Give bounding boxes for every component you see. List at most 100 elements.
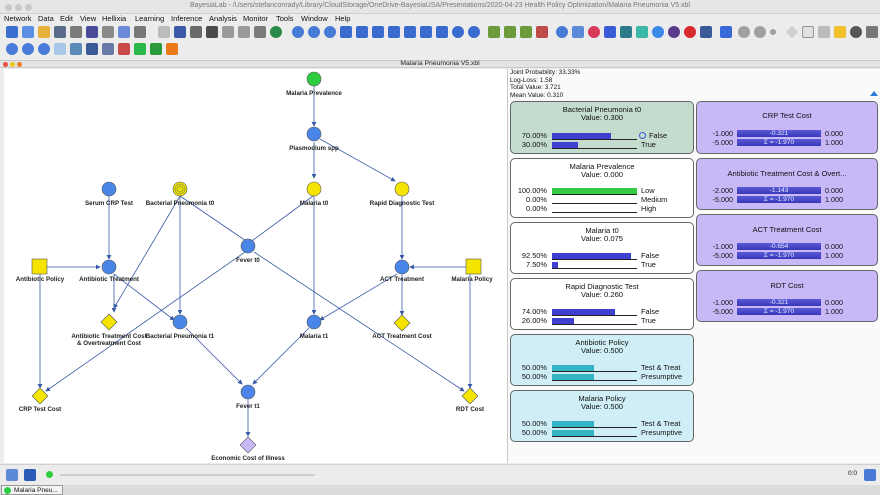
open-folder-icon[interactable] (38, 26, 50, 38)
target-icon[interactable] (639, 132, 646, 139)
hellixia-icon[interactable] (668, 26, 680, 38)
doc-zoom-button[interactable] (17, 62, 22, 67)
square-node-icon[interactable] (802, 26, 814, 38)
zoom-fit-icon[interactable] (38, 43, 50, 55)
monitor-panel[interactable]: Joint Probability: 33.33% Log-Loss: 1.58… (508, 69, 880, 463)
menu-analysis[interactable]: Analysis (209, 14, 237, 23)
node-act-treatment-cost[interactable] (393, 314, 411, 332)
brush-icon[interactable] (206, 26, 218, 38)
validation-mode-icon[interactable] (24, 469, 36, 481)
table-icon[interactable] (604, 26, 616, 38)
check-icon[interactable] (636, 26, 648, 38)
trash-icon[interactable] (866, 26, 878, 38)
eraser-icon[interactable] (54, 43, 66, 55)
horizontal-compress-icon[interactable] (436, 26, 448, 38)
pointer-tool-icon[interactable] (720, 26, 732, 38)
chart-icon[interactable] (620, 26, 632, 38)
align-left-icon[interactable] (520, 26, 532, 38)
fit-window-icon[interactable] (340, 26, 352, 38)
node-malaria-t1[interactable] (306, 314, 322, 330)
node-tool-icon[interactable] (556, 26, 568, 38)
monitor-rdt-cost[interactable]: RDT Cost -1.000 -0.321 0.000 -5.000 Σ = … (696, 270, 878, 322)
doc-minimize-button[interactable] (10, 62, 15, 67)
vertical-spread-icon[interactable] (388, 26, 400, 38)
globe-icon[interactable] (652, 26, 664, 38)
database-alt-icon[interactable] (70, 26, 82, 38)
vertical-compress-icon[interactable] (404, 26, 416, 38)
node-malaria-prevalence[interactable] (306, 71, 322, 87)
zoom-tool-alt-icon[interactable] (22, 43, 34, 55)
monitor-antibiotic-policy[interactable]: Antibiotic Policy Value: 0.500 50.00% Te… (510, 334, 694, 386)
node-fever-t1[interactable] (240, 384, 256, 400)
node-rdt-cost[interactable] (461, 387, 479, 405)
menu-help[interactable]: Help (335, 14, 351, 23)
network-icon[interactable] (700, 26, 712, 38)
monitor-antibiotic-treatment-cost[interactable]: Antibiotic Treatment Cost & Overt... -2.… (696, 158, 878, 210)
connector-icon[interactable] (150, 43, 162, 55)
paste-icon[interactable] (190, 26, 202, 38)
stop-icon[interactable] (684, 26, 696, 38)
small-node-icon[interactable] (770, 29, 776, 35)
menu-learning[interactable]: Learning (135, 14, 165, 23)
node-crp-test-cost[interactable] (31, 387, 49, 405)
circle-node-icon[interactable] (738, 26, 750, 38)
octagon-node-icon[interactable] (754, 26, 766, 38)
tag-icon[interactable] (70, 43, 82, 55)
zoom-window-button[interactable] (25, 4, 32, 11)
target-node-icon[interactable] (588, 26, 600, 38)
layout-icon[interactable] (102, 43, 114, 55)
node-antibiotic-treatment[interactable] (101, 259, 117, 275)
panel-collapse-icon[interactable] (870, 91, 878, 96)
save-icon[interactable] (86, 26, 98, 38)
monitor-bacterial-pneumonia-t0[interactable]: Bacterial Pneumonia t0 Value: 0.300 70.0… (510, 101, 694, 154)
shrink-icon[interactable] (372, 26, 384, 38)
node-act-treatment[interactable] (394, 259, 410, 275)
menu-window[interactable]: Window (301, 14, 328, 23)
diamond-node-icon[interactable] (785, 25, 799, 39)
menu-edit[interactable]: Edit (60, 14, 73, 23)
arc-tool-icon[interactable] (572, 26, 584, 38)
monitor-malaria-policy[interactable]: Malaria Policy Value: 0.500 50.00% Test … (510, 390, 694, 442)
node-abx-cost[interactable] (100, 313, 118, 331)
zoom-tool-icon[interactable] (6, 43, 18, 55)
expand-icon[interactable] (356, 26, 368, 38)
undo-icon[interactable] (222, 26, 234, 38)
arrows-icon[interactable] (86, 43, 98, 55)
link-tool-icon[interactable] (818, 26, 830, 38)
binoculars-icon[interactable] (254, 26, 266, 38)
doc-close-button[interactable] (3, 62, 8, 67)
align-middle-icon[interactable] (504, 26, 516, 38)
redo-icon[interactable] (238, 26, 250, 38)
taskbar-item[interactable]: Malaria Pneu... (1, 485, 63, 495)
minimize-window-button[interactable] (15, 4, 22, 11)
zoom-out-icon[interactable] (308, 26, 320, 38)
database-icon[interactable] (54, 26, 66, 38)
menu-monitor[interactable]: Monitor (243, 14, 269, 23)
preview-icon[interactable] (118, 26, 130, 38)
check-green-icon[interactable] (134, 43, 146, 55)
menu-view[interactable]: View (80, 14, 97, 23)
zoom-in-icon[interactable] (292, 26, 304, 38)
node-antibiotic-policy[interactable] (31, 258, 48, 275)
report-icon[interactable] (166, 43, 178, 55)
menu-tools[interactable]: Tools (276, 14, 294, 23)
graph-canvas[interactable]: Malaria Prevalence Plasmodium spp Serum … (4, 69, 508, 463)
print-icon[interactable] (102, 26, 114, 38)
zoom-reset-icon[interactable] (324, 26, 336, 38)
monitor-malaria-t0[interactable]: Malaria t0 Value: 0.075 92.50% False 7.5… (510, 222, 694, 274)
monitor-rapid-diagnostic-test[interactable]: Rapid Diagnostic Test Value: 0.260 74.00… (510, 278, 694, 330)
node-bacterial-pneumonia-t1[interactable] (172, 314, 188, 330)
settings-icon[interactable] (134, 26, 146, 38)
copy-icon[interactable] (174, 26, 186, 38)
info-icon[interactable] (270, 26, 282, 38)
horizontal-spread-icon[interactable] (420, 26, 432, 38)
rotate-left-icon[interactable] (452, 26, 464, 38)
remove-icon[interactable] (850, 26, 862, 38)
menu-network[interactable]: Network (4, 14, 32, 23)
menu-inference[interactable]: Inference (171, 14, 203, 23)
cut-icon[interactable] (158, 26, 170, 38)
modeling-mode-icon[interactable] (6, 469, 18, 481)
node-serum-crp-test[interactable] (101, 181, 117, 197)
node-rapid-diagnostic-test[interactable] (394, 181, 410, 197)
align-right-icon[interactable] (536, 26, 548, 38)
